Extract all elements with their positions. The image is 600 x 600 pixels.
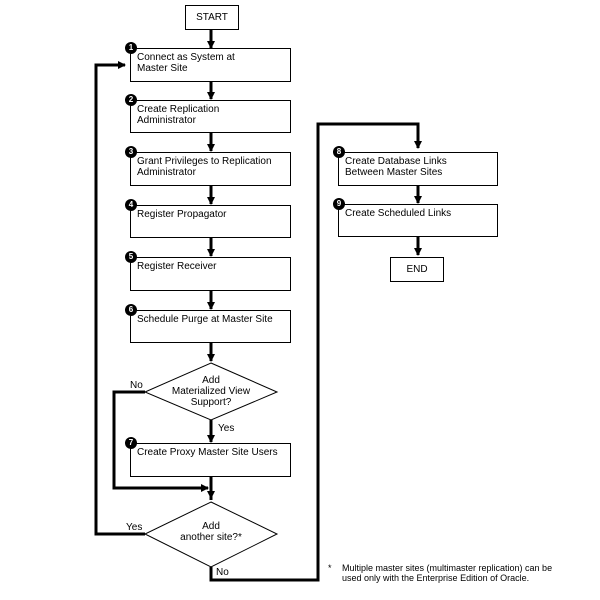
step-2-number-badge: 2 <box>125 94 137 106</box>
decision-2-yes-label: Yes <box>126 522 143 533</box>
decision-add-mv-support-text: Add Materialized View Support? <box>161 375 261 408</box>
decision-add-another-site-text: Add another site?* <box>161 521 261 543</box>
step-9-number-badge: 9 <box>333 198 345 210</box>
decision-1-no-label: No <box>130 380 143 391</box>
decision-add-mv-support-diamond <box>143 362 279 421</box>
step-4-box: Register Propagator <box>130 205 291 238</box>
step-5-box: Register Receiver <box>130 257 291 291</box>
decision-1-line1: Add <box>202 375 220 386</box>
step-6-box: Schedule Purge at Master Site <box>130 310 291 343</box>
end-terminal: END <box>390 257 444 282</box>
decision-1-yes-label: Yes <box>218 423 235 434</box>
step-3-line2: Administrator <box>137 167 196 178</box>
start-label: START <box>196 12 228 23</box>
step-1-line1: Connect as System at <box>137 52 235 63</box>
footnote-line1: Multiple master sites (multimaster repli… <box>342 563 553 573</box>
step-6-number-badge: 6 <box>125 304 137 316</box>
decision-add-another-site-diamond <box>143 501 279 568</box>
decision-2-line1: Add <box>202 521 220 532</box>
step-2-box: Create Replication Administrator <box>130 100 291 133</box>
step-5-line1: Register Receiver <box>137 261 217 272</box>
step-1-number-badge: 1 <box>125 42 137 54</box>
step-3-box: Grant Privileges to Replication Administ… <box>130 152 291 186</box>
step-9-box: Create Scheduled Links <box>338 204 498 237</box>
arrow-decision1-no-to-merge <box>112 390 209 492</box>
start-terminal: START <box>185 5 239 30</box>
step-8-line2: Between Master Sites <box>345 167 443 178</box>
step-8-number-badge: 8 <box>333 146 345 158</box>
arrow-decision2-no-to-step8 <box>209 122 422 582</box>
step-8-line1: Create Database Links <box>345 156 447 167</box>
footnote-text: Multiple master sites (multimaster repli… <box>342 563 552 583</box>
decision-2-no-label: No <box>216 567 229 578</box>
step-7-line1: Create Proxy Master Site Users <box>137 447 278 458</box>
end-label: END <box>406 264 428 275</box>
step-4-number-badge: 4 <box>125 199 137 211</box>
step-8-box: Create Database Links Between Master Sit… <box>338 152 498 186</box>
arrow-decision2-yes-loop-to-step1 <box>94 61 145 536</box>
step-1-box: Connect as System at Master Site <box>130 48 291 82</box>
decision-2-line2: another site?* <box>180 532 242 543</box>
step-2-line1: Create Replication <box>137 104 220 115</box>
footnote-line2: used only with the Enterprise Edition of… <box>342 573 530 583</box>
step-3-number-badge: 3 <box>125 146 137 158</box>
step-7-number-badge: 7 <box>125 437 137 449</box>
decision-1-line2: Materialized View <box>171 386 251 397</box>
step-7-box: Create Proxy Master Site Users <box>130 443 291 477</box>
step-1-line2: Master Site <box>137 63 188 74</box>
step-9-line1: Create Scheduled Links <box>345 208 452 219</box>
step-3-line1: Grant Privileges to Replication <box>137 156 272 167</box>
step-2-line2: Administrator <box>137 115 196 126</box>
footnote-mark: * <box>328 563 332 573</box>
step-6-line1: Schedule Purge at Master Site <box>137 314 273 325</box>
step-5-number-badge: 5 <box>125 251 137 263</box>
step-4-line1: Register Propagator <box>137 209 227 220</box>
decision-1-line3: Support? <box>190 397 232 408</box>
